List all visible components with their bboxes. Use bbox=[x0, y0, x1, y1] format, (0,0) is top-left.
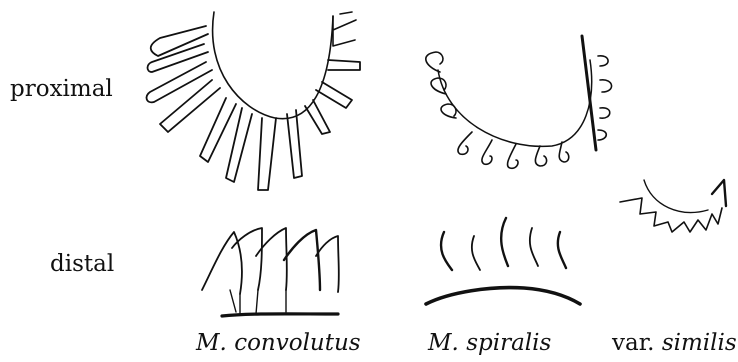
spiralis-proximal-drawing bbox=[426, 36, 612, 168]
spiralis-hook-bottom-2 bbox=[482, 140, 492, 164]
spiralis-hook-right-4 bbox=[598, 130, 606, 140]
convolutus-distal-tooth-4 bbox=[284, 230, 320, 290]
row-label-distal-text: distal bbox=[50, 251, 114, 277]
convolutus-lobe-bottom-2 bbox=[258, 118, 276, 190]
row-label-proximal: proximal bbox=[10, 76, 113, 102]
spiralis-distal-tooth-2 bbox=[472, 236, 480, 270]
spiralis-distal-tooth-1 bbox=[441, 232, 452, 270]
convolutus-lobe-left-2 bbox=[147, 62, 212, 102]
spiralis-hook-bottom-5 bbox=[559, 142, 569, 162]
spiralis-distal-tooth-5 bbox=[558, 232, 566, 268]
spiralis-hook-bottom-3 bbox=[508, 144, 518, 168]
similis-spur bbox=[712, 180, 726, 206]
convolutus-lobe-top-right bbox=[333, 12, 356, 46]
convolutus-proximal-drawing bbox=[147, 12, 360, 190]
caption-similis: var. similis bbox=[612, 330, 737, 356]
spiralis-spur-right bbox=[582, 36, 596, 150]
similis-arc bbox=[644, 180, 708, 212]
spiralis-hook-bottom-4 bbox=[535, 146, 546, 166]
convolutus-lobe-left-1 bbox=[160, 80, 220, 132]
similis-drawing bbox=[620, 180, 726, 232]
caption-similis-species: similis bbox=[662, 330, 737, 356]
spiralis-hook-right-2 bbox=[600, 80, 612, 92]
spiralis-hook-right-1 bbox=[598, 56, 608, 66]
convolutus-distal-drawing bbox=[202, 228, 339, 316]
convolutus-lobe-bottom-3 bbox=[226, 108, 252, 182]
similis-lobes bbox=[620, 198, 722, 232]
convolutus-lobe-right-1 bbox=[328, 60, 360, 70]
caption-spiralis-species: spiralis bbox=[466, 330, 551, 356]
spiralis-hook-bottom-1 bbox=[458, 132, 472, 154]
caption-similis-prefix: var. bbox=[612, 330, 655, 356]
spiralis-distal-tooth-3 bbox=[501, 218, 508, 266]
convolutus-lobe-right-3 bbox=[305, 100, 330, 134]
caption-convolutus-species: convolutus bbox=[234, 330, 360, 356]
convolutus-lobe-bottom-4 bbox=[200, 98, 236, 162]
spiralis-hook-left-3 bbox=[441, 104, 456, 118]
spiralis-hook-left-1 bbox=[426, 52, 443, 72]
convolutus-distal-stalks bbox=[230, 290, 286, 314]
convolutus-lobe-left-4 bbox=[151, 26, 208, 56]
convolutus-lobe-bottom-1 bbox=[287, 110, 302, 178]
spiralis-distal-tooth-4 bbox=[530, 228, 538, 266]
caption-convolutus-genus: M. bbox=[196, 330, 227, 356]
caption-spiralis: M. spiralis bbox=[428, 330, 551, 356]
row-label-distal: distal bbox=[50, 251, 114, 277]
spiralis-hook-left-2 bbox=[431, 78, 446, 94]
spiralis-distal-drawing bbox=[426, 218, 580, 304]
spiralis-proximal-arc bbox=[438, 60, 592, 146]
row-label-proximal-text: proximal bbox=[10, 76, 113, 102]
spiralis-distal-base bbox=[426, 288, 580, 304]
caption-convolutus: M. convolutus bbox=[196, 330, 361, 356]
convolutus-distal-tooth-1 bbox=[202, 232, 242, 294]
caption-spiralis-genus: M. bbox=[428, 330, 459, 356]
spiralis-hook-right-3 bbox=[600, 108, 610, 118]
